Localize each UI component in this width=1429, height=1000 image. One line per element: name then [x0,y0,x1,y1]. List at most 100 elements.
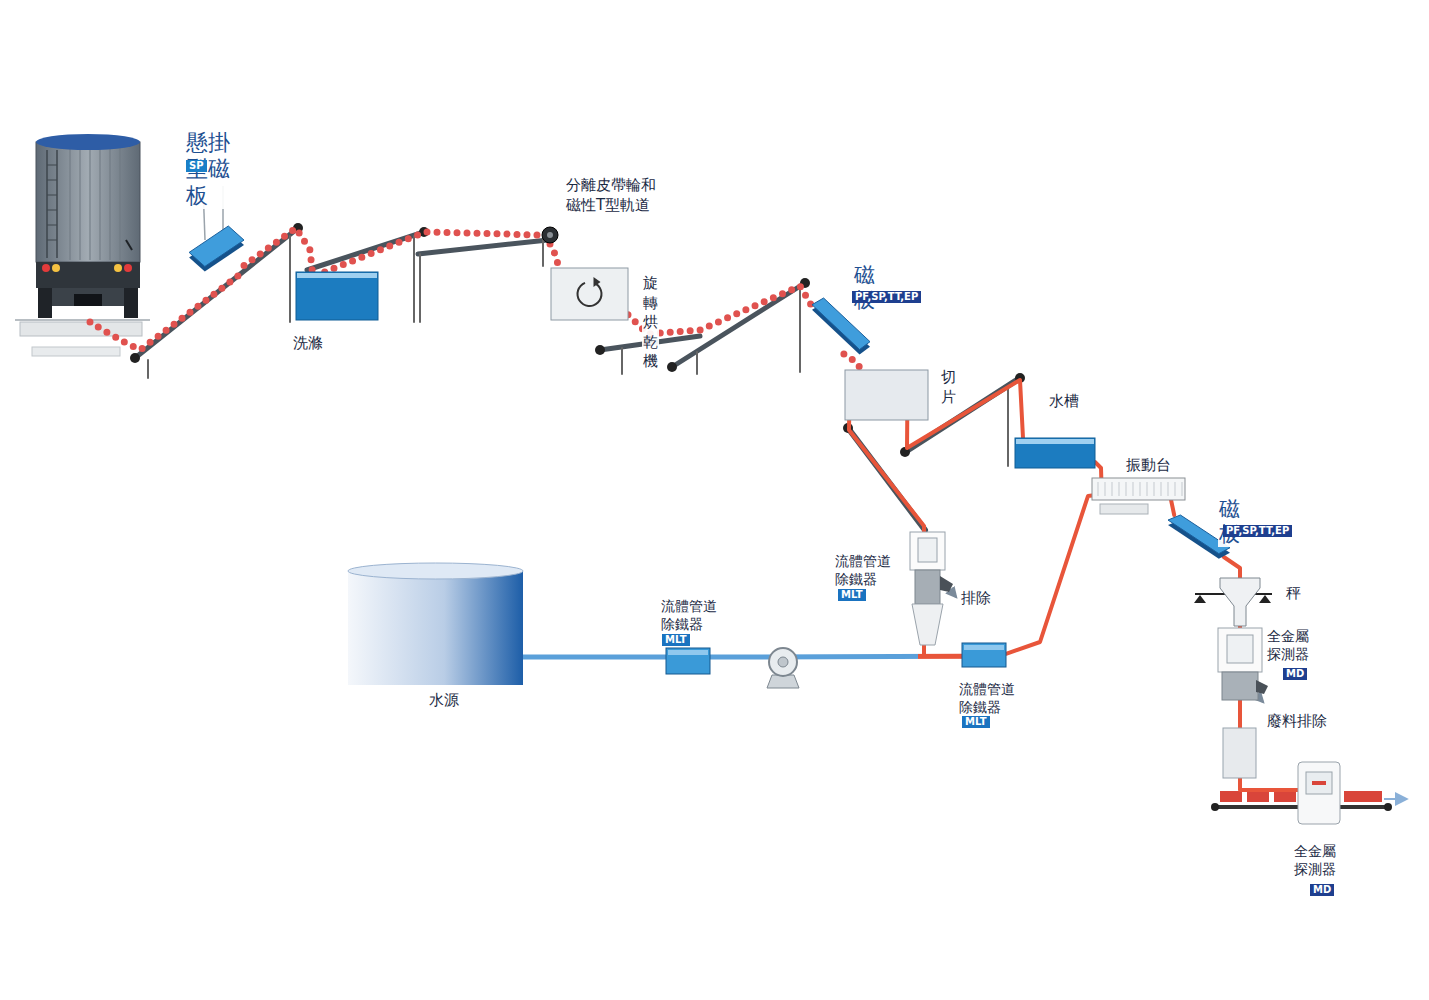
product-flow [325,232,541,272]
product-flow [550,244,559,268]
truck [46,150,48,258]
model-badge: PF,SP,TT,EP [1223,525,1292,537]
vibrating-table-shape [1182,482,1183,496]
slicer-box-shape [845,370,928,420]
truck [90,146,91,260]
equipment-label: 水源 [428,691,460,711]
metal-detector-shape [1222,672,1258,700]
conveyor-belt [667,362,677,372]
truck [47,240,57,241]
product-line [1171,500,1174,515]
vibrating-table-shape [1147,482,1148,496]
conveyor-belt [696,352,698,374]
truck [52,264,60,272]
pipeline-separator-shape [668,650,708,655]
conveyor-belt [130,353,140,363]
output-conveyor [1384,803,1392,811]
metal-detector-shape [1298,762,1340,824]
model-badge: MD [1283,668,1307,680]
output-conveyor [1274,791,1296,802]
model-badge: SP [186,160,207,172]
conveyor-belt [289,236,291,322]
equipment-label: 切片 [940,368,957,407]
vibrating-table-base [1100,504,1148,514]
vibrating-table-shape [1140,482,1141,496]
scale-beam [1259,595,1271,603]
output-conveyor [1211,803,1219,811]
product-flow [244,228,312,272]
pipeline-separator-shape [912,604,943,645]
scale-beam [1194,595,1206,603]
truck [47,225,57,226]
output-conveyor [1220,791,1242,802]
truck [124,288,138,318]
slicer-box: 切片 [845,370,928,420]
rotary-dryer-shape [551,268,628,320]
pipeline-separator-shape [666,648,710,674]
wash-tank-shape [297,273,377,278]
pipeline-separator-shape [962,643,1006,667]
vibrating-table-shape [1126,482,1127,496]
product-line [1006,496,1092,654]
reject-label: 排除 [960,589,992,609]
vibrating-table-shape [1133,482,1134,496]
water-trough-shape [1015,438,1095,468]
packing-unit [1223,728,1256,778]
pipeline-separator-shape [915,570,940,604]
equipment-label: 磁板 [1218,497,1241,547]
pipeline-separator: 流體管道 除鐵器MLT [962,643,1006,667]
vibrating-table-shape [1112,482,1113,496]
metal-detector-shape [1218,628,1262,700]
model-badge: PF,SP,TT,EP [852,291,921,303]
pump [767,648,799,688]
equipment-label: 旋轉烘乾機 [642,274,659,372]
pipeline-separator-shape [910,532,945,570]
equipment-label: 流體管道 除鐵器 [834,553,896,588]
truck [52,288,124,306]
separation-pulley-shape [542,227,558,243]
truck [74,294,102,306]
suspended-magnet-shape [189,226,244,266]
truck [47,210,57,211]
product-line [849,420,924,532]
vibrating-table-shape [1119,482,1120,496]
conveyor-belt [621,348,623,374]
pump [778,657,788,667]
plate-magnet: 磁板PF,SP,TT,EP [812,298,870,354]
metal-detector-shape [1312,781,1326,785]
pipeline-separator-shape [964,645,1004,650]
truck [36,134,140,150]
output-conveyor [1247,791,1269,802]
pipeline-separator: 流體管道 除鐵器MLT [910,532,945,645]
water-tank-shape [348,563,523,685]
conveyor-belt [413,236,415,322]
metal-detector-shape [1256,680,1268,694]
truck [70,146,71,260]
slicer-box-shape [845,370,928,420]
model-badge: MLT [838,589,866,601]
conveyor-belt [419,254,421,322]
pipeline-separator-shape [962,643,1006,667]
rotary-dryer-shape [594,277,601,287]
vibrating-table-base [1100,504,1148,514]
separation-pulley-shape [547,232,553,238]
vibrating-table-shape [1092,478,1185,500]
truck [36,134,140,318]
truck [38,288,52,318]
conveyor-belt [542,240,544,266]
vibrating-table-shape [1175,482,1176,496]
output-conveyor [1384,798,1406,800]
output-conveyor [1344,791,1366,802]
loading-platform [15,320,150,356]
pipeline-separator-shape [666,648,710,674]
weigh-hopper-shape [1220,578,1260,626]
product-on-belt [90,276,238,350]
pipeline-separator: 流體管道 除鐵器MLT [666,648,710,674]
equipment-label: 全金屬 探測器 [1293,843,1343,878]
suspended-magnet-shape [188,226,244,270]
rotary-dryer-shape [576,282,602,307]
pump [769,648,797,676]
vibrating-table-shape [1154,482,1155,496]
